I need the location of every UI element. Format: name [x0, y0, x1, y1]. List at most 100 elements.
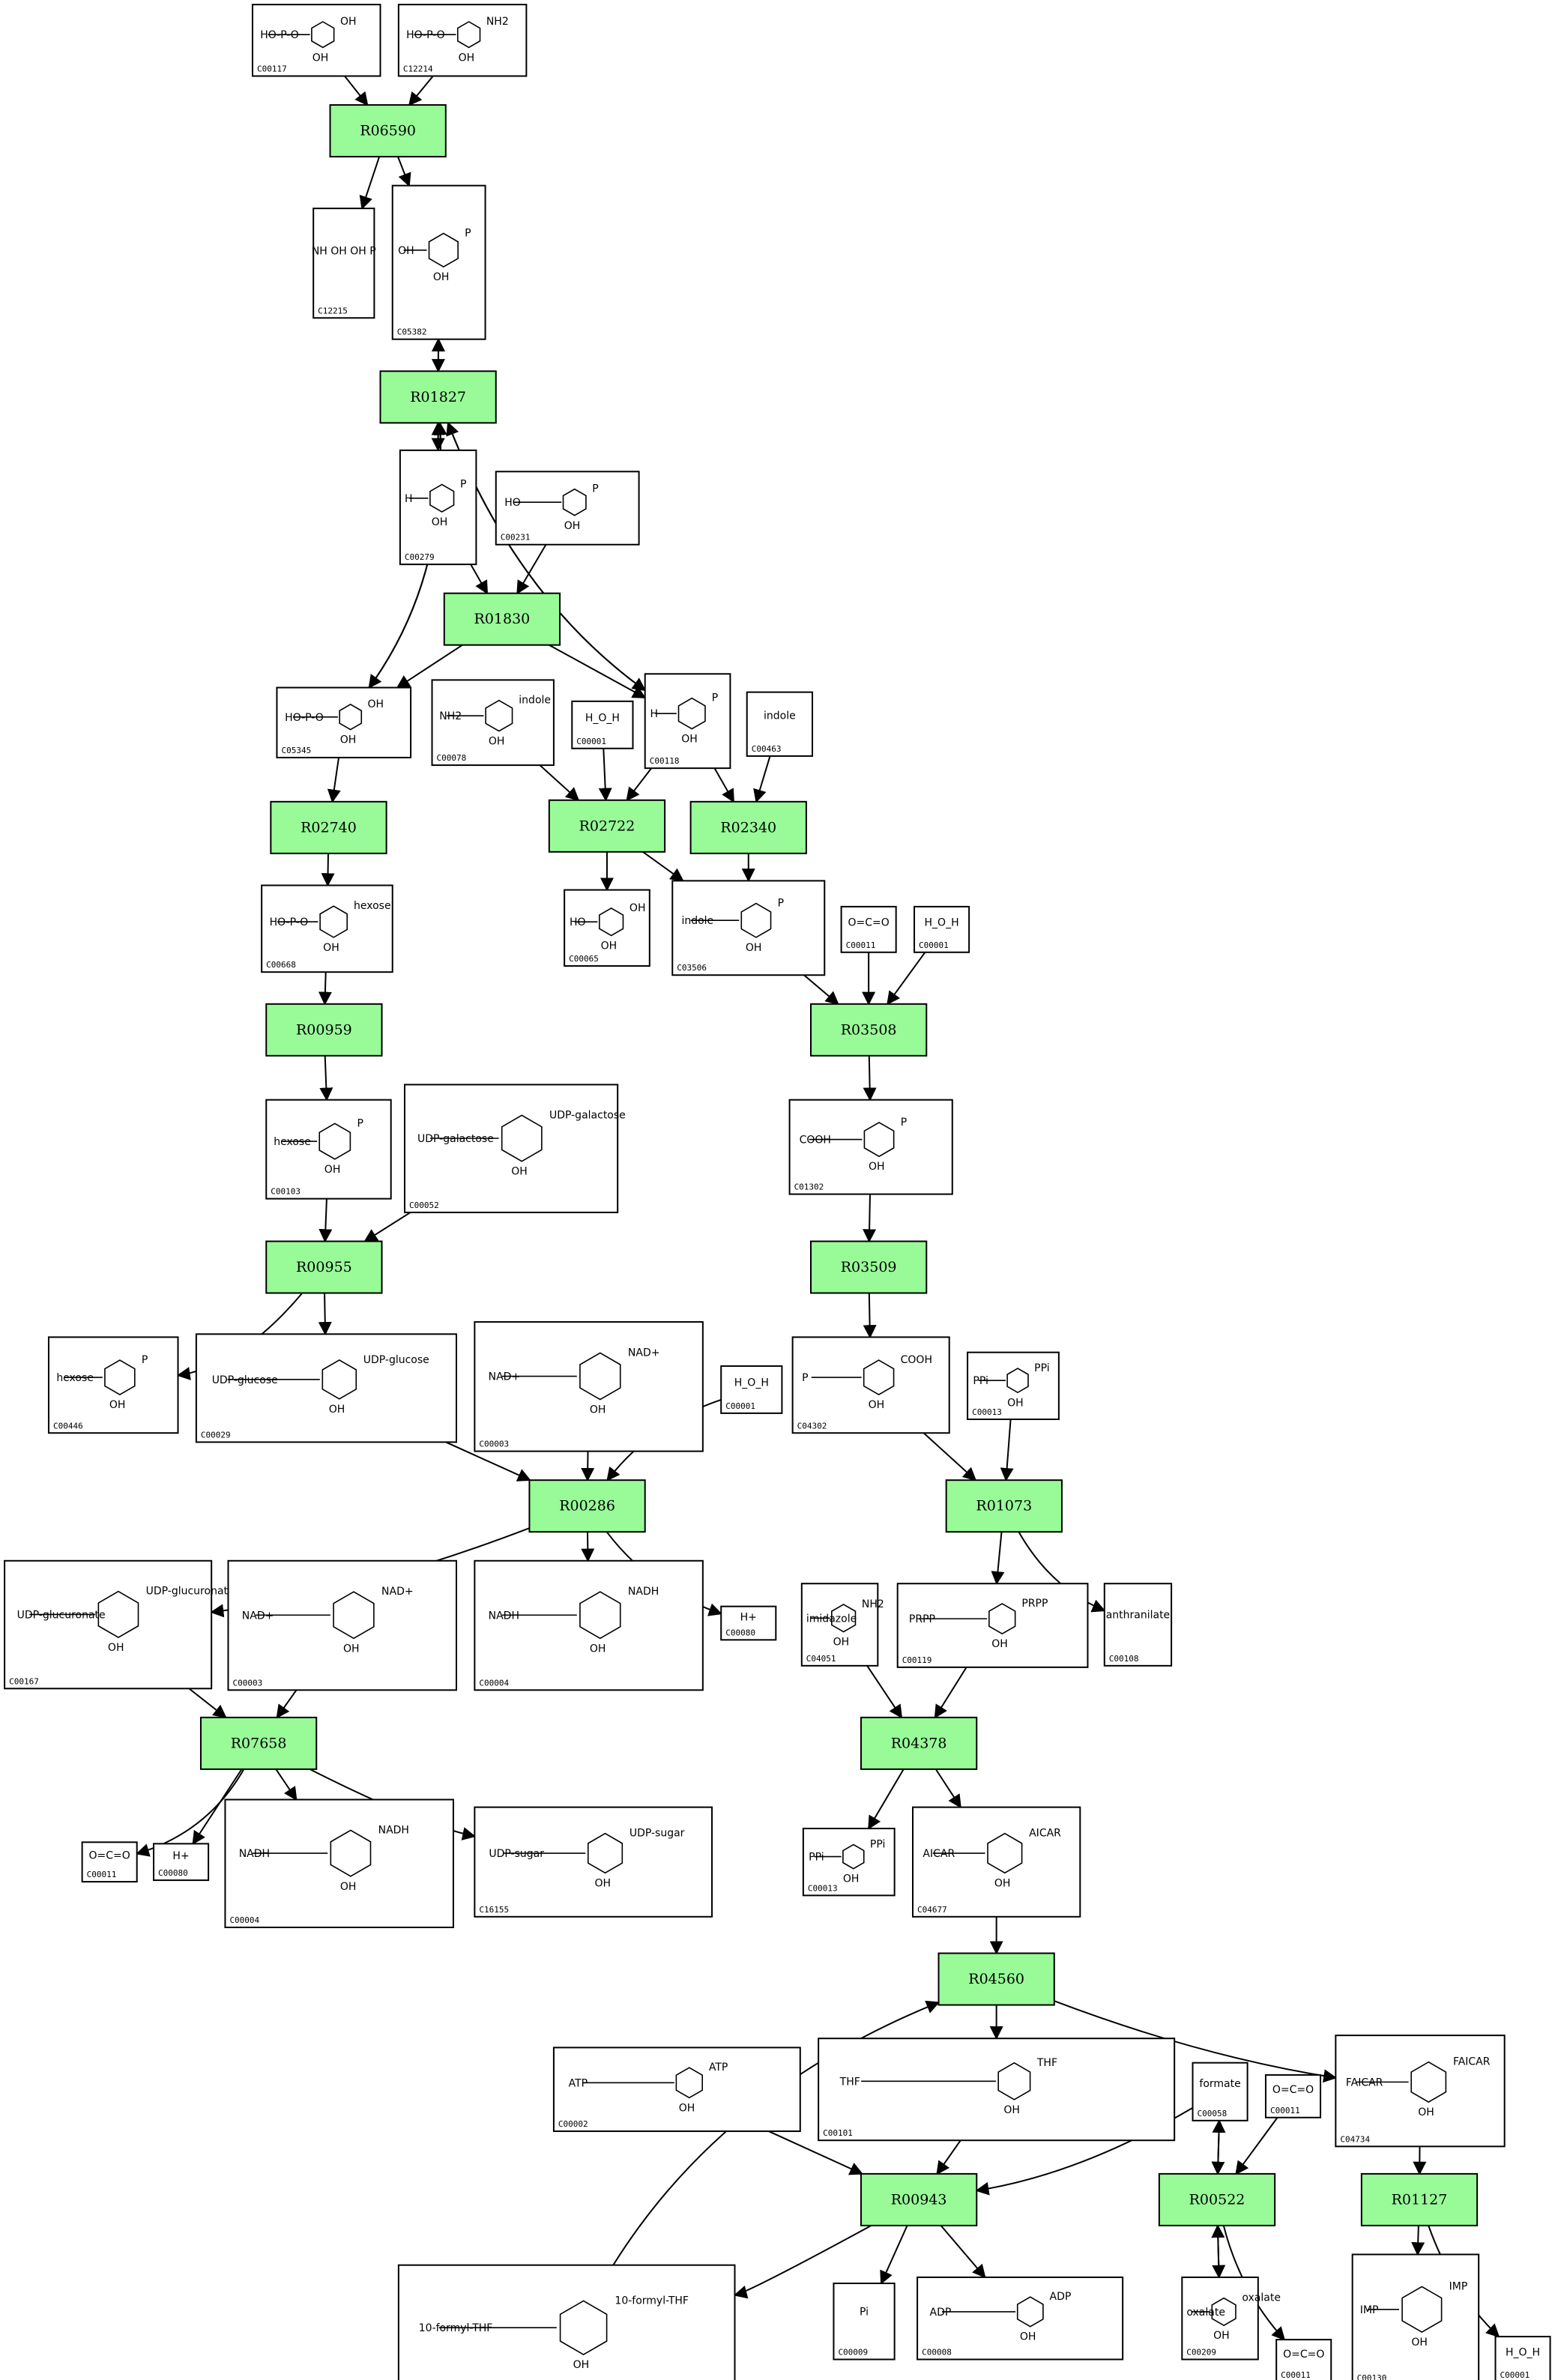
- molecule-atom-label: OH: [459, 52, 475, 64]
- reaction-R02722[interactable]: R02722: [548, 799, 666, 853]
- molecule-glyph: O=C=O: [1272, 2084, 1314, 2096]
- reaction-R01073[interactable]: R01073: [945, 1479, 1063, 1533]
- compound-C00011[interactable]: O=C=O C00011: [81, 1841, 138, 1883]
- compound-box: [720, 1365, 783, 1414]
- molecule-atom-label: OH: [489, 736, 505, 748]
- edge-R00955-to-u: [318, 1293, 332, 1336]
- reaction-R06590[interactable]: R06590: [329, 104, 447, 158]
- molecule-atom-label: OH: [324, 1164, 341, 1176]
- reaction-R04378[interactable]: R04378: [860, 1716, 978, 1770]
- molecule-atom-label: P: [712, 692, 718, 704]
- compound-box: [1264, 2074, 1322, 2118]
- reaction-R00522[interactable]: R00522: [1158, 2172, 1276, 2226]
- compound-id-label: C00009: [838, 2348, 868, 2358]
- reaction-R02340[interactable]: R02340: [689, 800, 807, 854]
- molecule-atom-label: NAD+: [489, 1371, 521, 1383]
- reaction-R01127[interactable]: R01127: [1360, 2172, 1479, 2226]
- compound-C00080[interactable]: H+C00080: [153, 1843, 210, 1882]
- molecule-atom-label: OH: [368, 698, 384, 710]
- molecule-glyph: O=C=O: [89, 1849, 130, 1861]
- molecule-atom-label: HO-P-O: [285, 712, 324, 724]
- reaction-R00286[interactable]: R00286: [528, 1479, 646, 1533]
- compound-id-label: C05382: [397, 327, 427, 337]
- reaction-R00943[interactable]: R00943: [860, 2172, 978, 2226]
- compound-id-label: C00001: [725, 1401, 755, 1411]
- molecule-ring: [997, 2062, 1031, 2100]
- reaction-R01827[interactable]: R01827: [379, 370, 497, 424]
- reaction-id-label: R03509: [841, 1259, 897, 1275]
- compound-C00080[interactable]: H+C00080: [720, 1605, 777, 1641]
- compound-box: [1351, 2253, 1480, 2380]
- reaction-R02740[interactable]: R02740: [270, 800, 387, 854]
- compound-id-label: C00011: [87, 1870, 117, 1879]
- reaction-R00955[interactable]: R00955: [265, 1240, 383, 1294]
- compound-id-label: C00668: [266, 960, 296, 970]
- reaction-R00959[interactable]: R00959: [265, 1003, 383, 1057]
- compound-box: [195, 1333, 457, 1443]
- edge-i-to-R02722: [598, 748, 612, 802]
- reaction-box: [1158, 2172, 1276, 2226]
- reaction-R04560[interactable]: R04560: [937, 1952, 1055, 2006]
- reaction-R03509[interactable]: R03509: [809, 1240, 928, 1294]
- compound-id-label: C04734: [1340, 2134, 1370, 2144]
- molecule-ring: [330, 1829, 372, 1877]
- compound-box: [1494, 2336, 1551, 2380]
- edge-k-to-R02340: [753, 755, 771, 803]
- compound-box: [917, 2276, 1124, 2361]
- compound-box: [431, 679, 555, 767]
- compound-id-label: C00101: [823, 2128, 853, 2138]
- reaction-R03508[interactable]: R03508: [809, 1003, 928, 1057]
- reaction-R01830[interactable]: R01830: [443, 592, 561, 646]
- compound-box: [967, 1351, 1060, 1420]
- reaction-R07658[interactable]: R07658: [199, 1716, 318, 1770]
- molecule-ring: [842, 1843, 865, 1870]
